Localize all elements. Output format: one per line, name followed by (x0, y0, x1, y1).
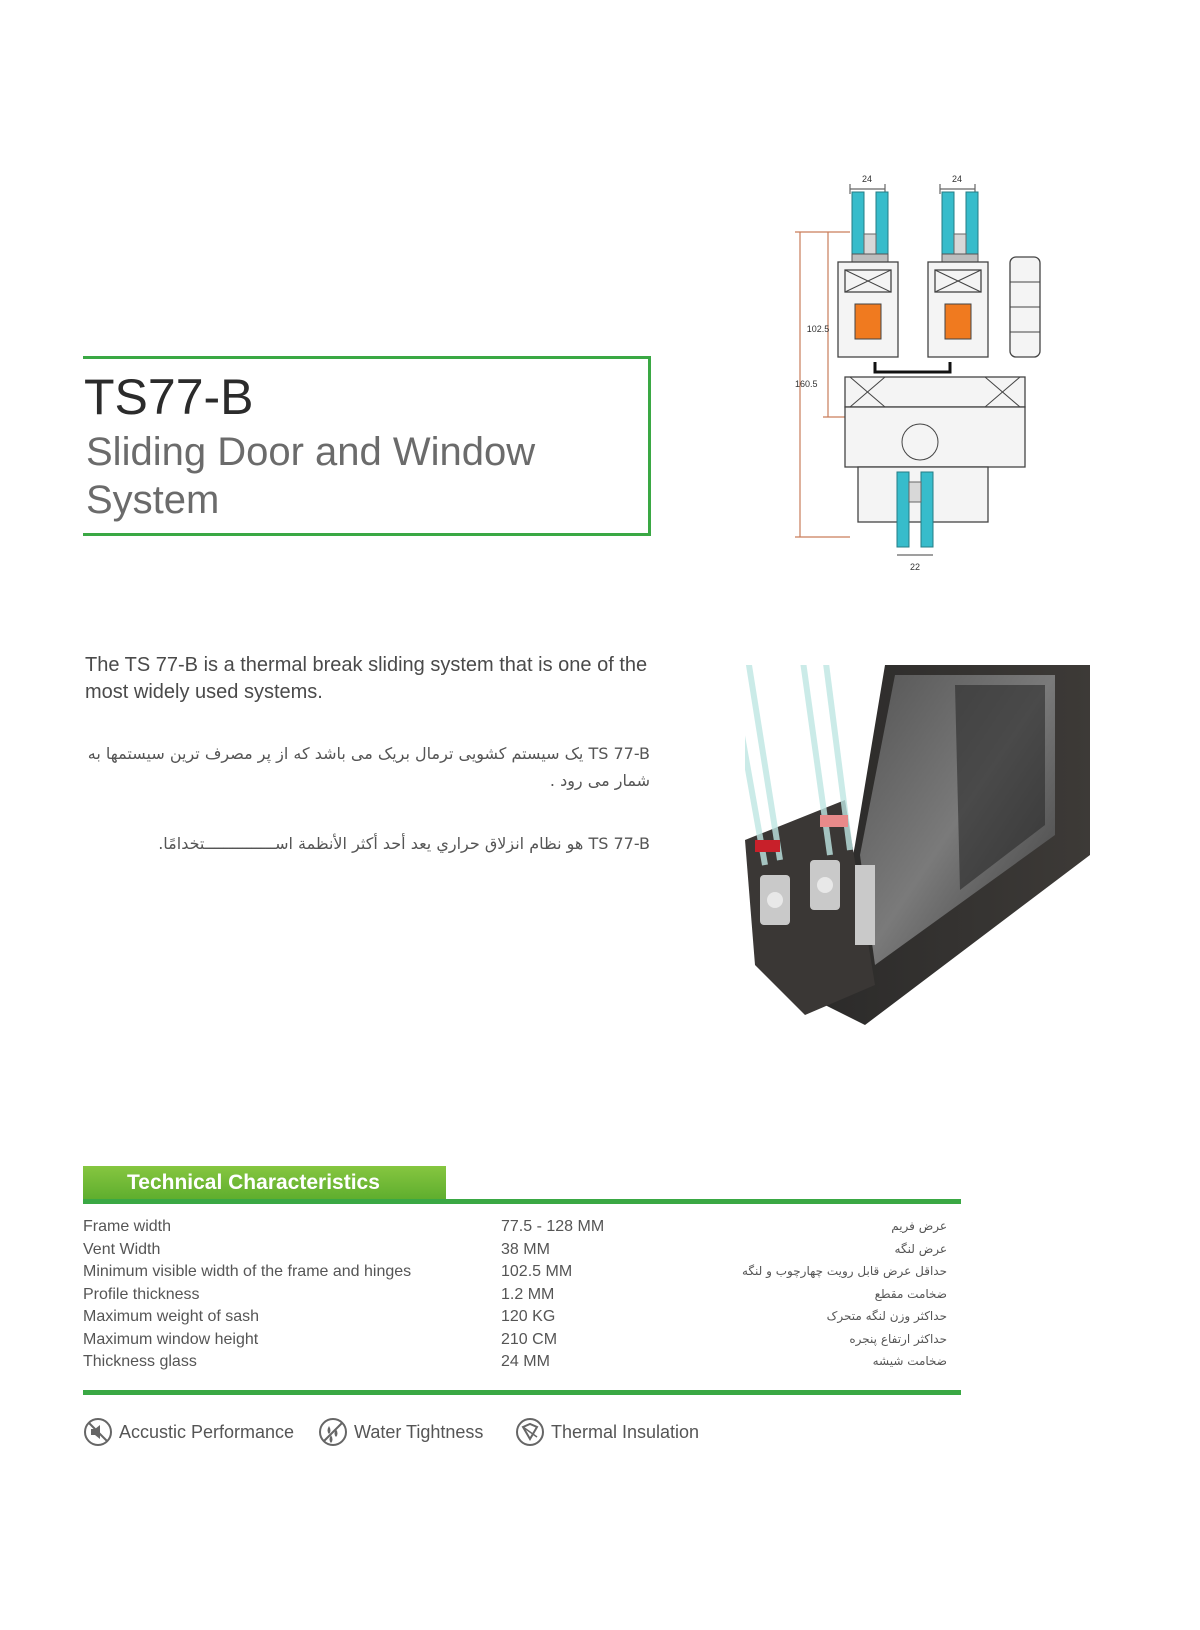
section-divider-bottom (83, 1390, 961, 1395)
feature-thermal-insulation: Thermal Insulation (515, 1415, 699, 1449)
spec-label: Minimum visible width of the frame and h… (83, 1263, 412, 1280)
spec-row-frame-width: Frame width 77.5 - 128 MM عرض فریم (83, 1218, 947, 1241)
spec-row-max-sash-weight: Maximum weight of sash 120 KG حداکثر وزن… (83, 1308, 947, 1331)
spec-value: 1.2 MM (501, 1285, 555, 1303)
spec-table: Frame width 77.5 - 128 MM عرض فریم Vent … (83, 1218, 947, 1376)
spec-label-persian: عرض لنگه (894, 1241, 947, 1256)
spec-label-persian: حداکثر وزن لنگه متحرک (826, 1309, 947, 1323)
description-arabic: TS 77-B هو نظام انزلاق حراري يعد أحد أكث… (158, 834, 650, 853)
spec-label: Thickness glass (83, 1353, 197, 1370)
description-persian: TS 77-B یک سیستم کشویی ترمال بریک می باش… (87, 744, 650, 790)
spec-label-persian: ضخامت شیشه (872, 1354, 947, 1368)
spec-row-min-visible-width: Minimum visible width of the frame and h… (83, 1263, 947, 1286)
technical-characteristics-header: Technical Characteristics (83, 1166, 446, 1199)
dim-label-top-right: 24 (952, 174, 962, 184)
page-title: TS77-B (84, 369, 254, 425)
spec-row-glass-thickness: Thickness glass 24 MM ضخامت شیشه (83, 1353, 947, 1376)
spec-value: 120 KG (501, 1308, 556, 1325)
profile-cross-section-drawing: 24 24 102.5 160.5 22 (795, 174, 1041, 572)
spec-label: Maximum window height (83, 1330, 259, 1348)
spec-value: 38 MM (501, 1240, 550, 1258)
technical-characteristics-title: Technical Characteristics (127, 1171, 380, 1194)
title-frame (83, 356, 651, 536)
feature-label: Water Tightness (354, 1421, 484, 1442)
dim-label-inner-height: 102.5 (807, 324, 830, 334)
dim-label-bottom: 22 (910, 562, 920, 572)
feature-water-tightness: Water Tightness (318, 1415, 483, 1449)
dim-label-total-height: 160.5 (795, 379, 818, 389)
spec-label-persian: حداقل عرض قابل رویت چهارچوب و لنگه (741, 1264, 947, 1278)
spec-label: Vent Width (83, 1240, 161, 1258)
thermal-shield-icon (516, 1418, 544, 1446)
feature-acoustic: Accustic Performance (83, 1415, 294, 1449)
spec-label: Frame width (83, 1218, 172, 1235)
acoustic-icon (84, 1418, 112, 1446)
feature-label: Accustic Performance (119, 1421, 295, 1442)
spec-value: 102.5 MM (501, 1263, 573, 1280)
spec-label-persian: ضخامت مقطع (874, 1286, 947, 1301)
water-drops-icon (319, 1418, 347, 1446)
spec-value: 24 MM (501, 1353, 550, 1370)
spec-value: 210 CM (501, 1330, 558, 1348)
spec-row-profile-thickness: Profile thickness 1.2 MM ضخامت مقطع (83, 1286, 947, 1309)
spec-row-vent-width: Vent Width 38 MM عرض لنگه (83, 1241, 947, 1264)
spec-value: 77.5 - 128 MM (501, 1218, 605, 1235)
spec-row-max-window-height: Maximum window height 210 CM حداکثر ارتف… (83, 1331, 947, 1354)
spec-label: Maximum weight of sash (83, 1308, 260, 1325)
section-divider-top (83, 1199, 961, 1204)
profile-3d-render (745, 665, 1090, 1025)
description-english: The TS 77-B is a thermal break sliding s… (85, 654, 648, 703)
spec-label: Profile thickness (83, 1285, 200, 1303)
spec-label-persian: حداکثر ارتفاع پنجره (849, 1331, 947, 1346)
spec-label-persian: عرض فریم (891, 1219, 947, 1233)
page-subtitle: Sliding Door and Window System (86, 430, 536, 522)
feature-label: Thermal Insulation (551, 1421, 700, 1442)
dim-label-top-left: 24 (862, 174, 872, 184)
